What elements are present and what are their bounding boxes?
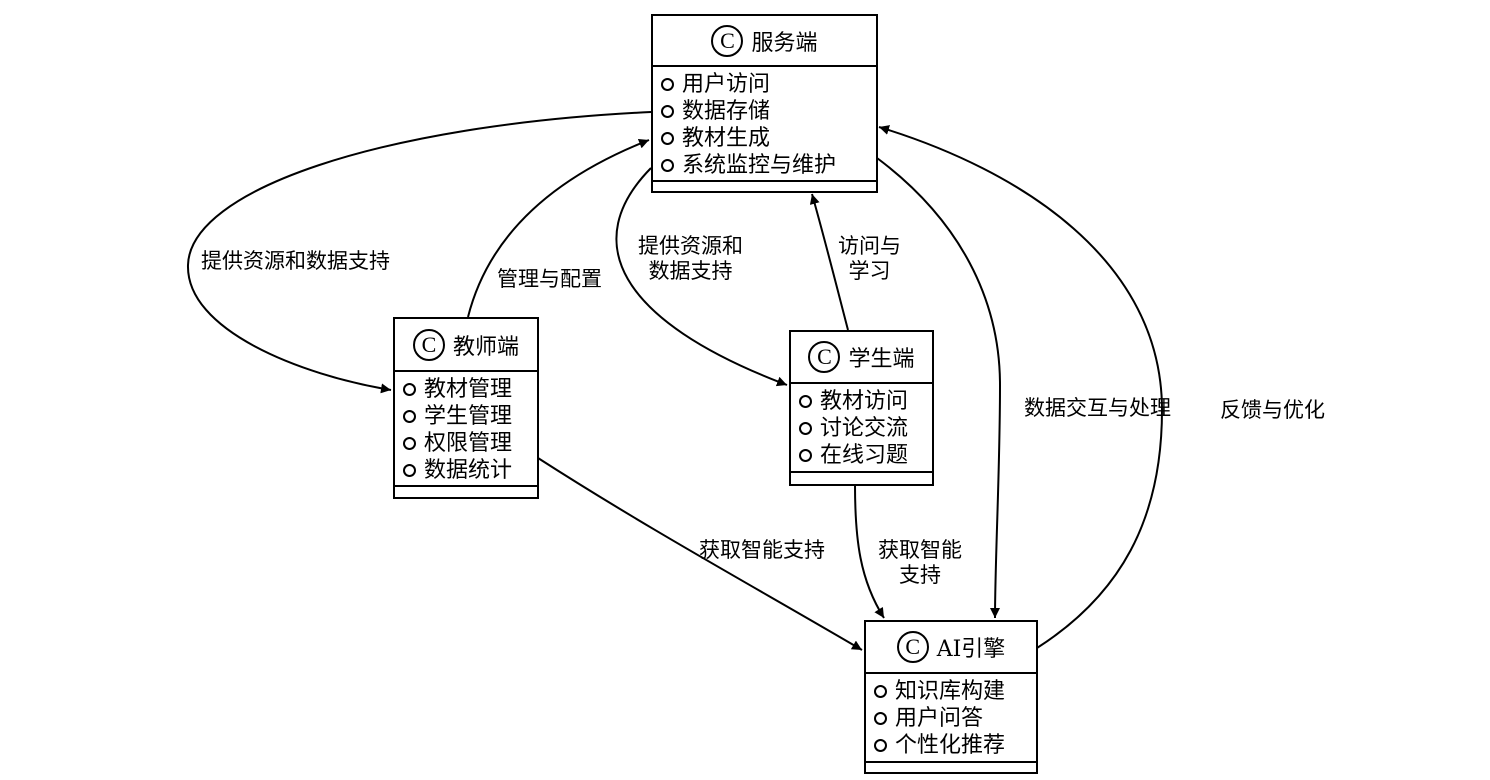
edge-server-to-student	[615, 167, 788, 387]
class-stereotype-icon: C	[711, 24, 744, 57]
attribute-label: 权限管理	[424, 431, 513, 456]
attribute-item: 个性化推荐	[874, 732, 1030, 759]
class-stereotype-icon: C	[896, 631, 929, 663]
attribute-label: 数据统计	[424, 458, 513, 483]
edge-label-teacher-to-server: 管理与配置	[497, 267, 602, 292]
class-teacher-header: C 教师端	[395, 319, 537, 372]
attribute-item: 讨论交流	[799, 415, 926, 442]
edge-teacher-to-server	[467, 139, 650, 318]
attribute-label: 在线习题	[820, 443, 909, 468]
edge-teacher-to-ai	[537, 457, 863, 651]
attribute-label: 用户问答	[895, 706, 984, 731]
attribute-bullet-icon	[403, 437, 416, 450]
edge-label-line: 数据交互与处理	[1024, 396, 1171, 420]
attribute-item: 用户访问	[661, 71, 870, 98]
edge-student-to-server	[809, 193, 849, 331]
attribute-bullet-icon	[661, 159, 674, 172]
edge-label-line: 数据支持	[648, 259, 733, 283]
class-student-attributes: 教材访问 讨论交流 在线习题	[791, 384, 932, 473]
attribute-bullet-icon	[403, 383, 416, 396]
edge-label-line: 获取智能支持	[699, 538, 825, 562]
attribute-bullet-icon	[403, 410, 416, 423]
class-server-header: C 服务端	[653, 16, 876, 67]
attribute-label: 教材管理	[424, 377, 513, 402]
edge-ai-to-server	[878, 125, 1164, 649]
edge-server-to-teacher	[186, 111, 652, 394]
class-stereotype-icon: C	[808, 341, 841, 373]
attribute-bullet-icon	[661, 105, 674, 118]
class-student: C 学生端 教材访问 讨论交流 在线习题	[789, 330, 934, 486]
class-teacher: C 教师端 教材管理 学生管理 权限管理 数据统计	[393, 317, 539, 499]
edge-label-server-to-ai: 数据交互与处理	[1024, 396, 1171, 421]
attribute-item: 用户问答	[874, 705, 1030, 732]
edge-label-line: 提供资源和数据支持	[201, 249, 390, 273]
class-server-attributes: 用户访问 数据存储 教材生成 系统监控与维护	[653, 67, 876, 182]
attribute-label: 教材生成	[682, 126, 771, 151]
class-title: 学生端	[848, 347, 915, 372]
class-ai-methods	[866, 763, 1036, 774]
edge-label-server-to-teacher: 提供资源和数据支持	[201, 249, 390, 274]
class-server-methods	[653, 182, 876, 193]
attribute-label: 用户访问	[682, 72, 771, 97]
attribute-label: 个性化推荐	[895, 733, 1006, 758]
attribute-item: 权限管理	[403, 430, 531, 457]
attribute-bullet-icon	[799, 395, 812, 408]
attribute-item: 教材管理	[403, 376, 531, 403]
class-title: 服务端	[751, 30, 818, 56]
edge-label-line: 学习	[848, 259, 891, 283]
attribute-label: 知识库构建	[895, 679, 1006, 704]
attribute-item: 在线习题	[799, 442, 926, 469]
edge-label-line: 获取智能	[878, 538, 962, 562]
attribute-bullet-icon	[874, 685, 887, 698]
edge-label-ai-to-server: 反馈与优化	[1220, 398, 1325, 423]
attribute-bullet-icon	[661, 78, 674, 91]
edge-server-to-ai	[876, 157, 1002, 619]
attribute-bullet-icon	[661, 132, 674, 145]
attribute-label: 教材访问	[820, 389, 909, 414]
class-ai-attributes: 知识库构建 用户问答 个性化推荐	[866, 674, 1036, 763]
attribute-bullet-icon	[799, 422, 812, 435]
class-teacher-attributes: 教材管理 学生管理 权限管理 数据统计	[395, 372, 537, 487]
attribute-item: 学生管理	[403, 403, 531, 430]
attribute-bullet-icon	[403, 464, 416, 477]
attribute-item: 教材生成	[661, 125, 870, 152]
edge-label-teacher-to-ai: 获取智能支持	[699, 538, 825, 563]
edge-label-student-to-ai: 获取智能支持	[878, 538, 962, 588]
edge-label-line: 反馈与优化	[1220, 398, 1325, 422]
attribute-bullet-icon	[874, 739, 887, 752]
class-teacher-methods	[395, 487, 537, 498]
class-student-header: C 学生端	[791, 332, 932, 384]
attribute-label: 数据存储	[682, 99, 771, 124]
attribute-bullet-icon	[874, 712, 887, 725]
class-title: AI引擎	[936, 637, 1006, 662]
attribute-item: 系统监控与维护	[661, 152, 870, 179]
attribute-label: 系统监控与维护	[682, 153, 837, 178]
edge-label-line: 访问与	[838, 234, 901, 258]
edge-label-line: 管理与配置	[497, 267, 602, 291]
attribute-item: 教材访问	[799, 388, 926, 415]
edge-label-line: 提供资源和	[638, 234, 743, 258]
attribute-label: 讨论交流	[820, 416, 909, 441]
class-ai-header: C AI引擎	[866, 622, 1036, 674]
class-stereotype-icon: C	[412, 328, 445, 361]
attribute-bullet-icon	[799, 449, 812, 462]
attribute-item: 数据存储	[661, 98, 870, 125]
edge-label-server-to-student: 提供资源和数据支持	[638, 234, 743, 284]
class-server: C 服务端 用户访问 数据存储 教材生成 系统监控与维护	[651, 14, 878, 193]
attribute-item: 数据统计	[403, 457, 531, 484]
class-student-methods	[791, 473, 932, 484]
class-title: 教师端	[452, 334, 519, 360]
attribute-label: 学生管理	[424, 404, 513, 429]
attribute-item: 知识库构建	[874, 678, 1030, 705]
edge-student-to-ai	[854, 484, 885, 619]
edge-label-student-to-server: 访问与学习	[838, 234, 901, 284]
edge-label-line: 支持	[899, 563, 941, 587]
class-ai-engine: C AI引擎 知识库构建 用户问答 个性化推荐	[864, 620, 1038, 774]
